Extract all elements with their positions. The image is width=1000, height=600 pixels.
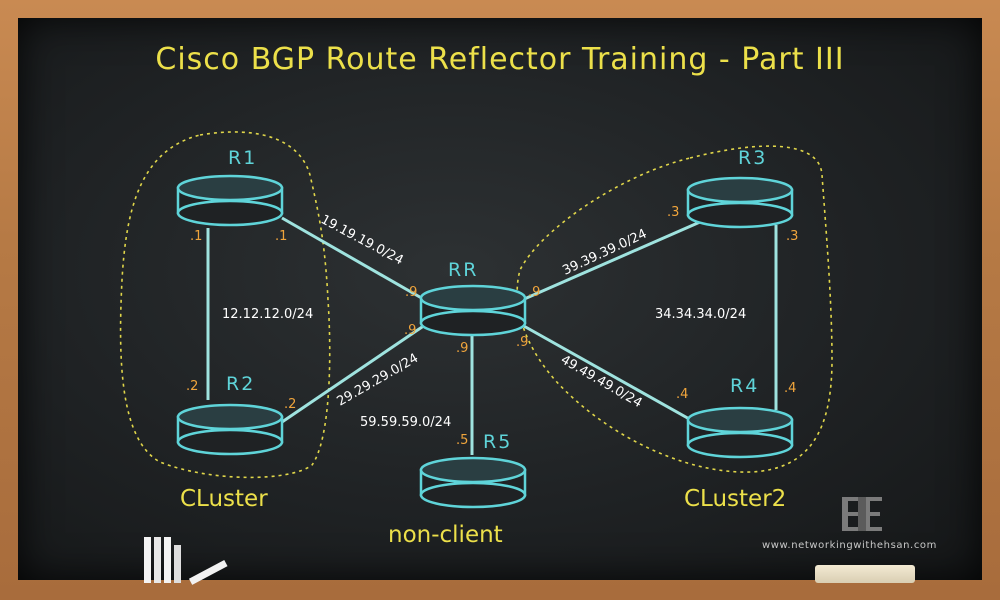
link-r4-rr xyxy=(521,323,701,427)
link-r3-r4-label: 34.34.34.0/24 xyxy=(655,307,746,322)
port-r1-right: .1 xyxy=(275,229,287,244)
router-r3-label: R3 xyxy=(738,147,767,169)
router-r5-label: R5 xyxy=(483,431,512,453)
chalkboard-eraser xyxy=(815,565,915,583)
port-r5-top: .5 xyxy=(456,433,468,448)
link-r2-rr-label: 29.29.29.0/24 xyxy=(335,351,421,410)
chalk-sticks-icon xyxy=(144,537,228,585)
router-r1-label: R1 xyxy=(228,147,257,169)
port-rr-upper-right: .9 xyxy=(528,285,540,300)
ehsan-logo-icon xyxy=(842,497,882,531)
link-r3-rr xyxy=(521,220,701,302)
router-rr[interactable] xyxy=(419,284,527,337)
link-r3-rr-label: 39.39.39.0/24 xyxy=(560,226,649,278)
link-r1-rr xyxy=(281,216,426,302)
cluster1-label: CLuster xyxy=(180,486,268,512)
link-r4-rr-label: 49.49.49.0/24 xyxy=(558,352,644,411)
link-r1-rr-label: 19.19.19.0/24 xyxy=(318,212,406,268)
port-r2-right: .2 xyxy=(284,397,296,412)
router-r3[interactable] xyxy=(686,176,794,229)
port-r4-right: .4 xyxy=(784,381,796,396)
port-rr-bottom: .9 xyxy=(456,341,468,356)
cluster2-label: CLuster2 xyxy=(684,486,786,512)
link-r1-r2-label: 12.12.12.0/24 xyxy=(222,307,313,322)
port-r4-left: .4 xyxy=(676,387,688,402)
nonclient-label: non-client xyxy=(388,522,503,548)
router-r2-label: R2 xyxy=(226,373,255,395)
link-r5-rr-label: 59.59.59.0/24 xyxy=(360,415,451,430)
port-r3-left: .3 xyxy=(667,205,679,220)
router-rr-label: RR xyxy=(448,259,478,281)
website-watermark: www.networkingwithehsan.com xyxy=(762,540,937,551)
router-r2[interactable] xyxy=(176,403,284,456)
router-r5[interactable] xyxy=(419,456,527,509)
router-r1[interactable] xyxy=(176,174,284,227)
port-rr-lower-left: .9 xyxy=(404,323,416,338)
port-rr-lower-right: .9 xyxy=(516,335,528,350)
link-r2-rr xyxy=(281,323,426,424)
port-rr-upper-left: .9 xyxy=(405,285,417,300)
router-r4[interactable] xyxy=(686,406,794,459)
router-r4-label: R4 xyxy=(730,375,759,397)
port-r3-right: .3 xyxy=(786,229,798,244)
cluster2-outline xyxy=(516,145,833,473)
page-title: Cisco BGP Route Reflector Training - Par… xyxy=(155,42,845,77)
port-r1-left: .1 xyxy=(190,229,202,244)
cluster1-outline xyxy=(119,131,331,479)
port-r2-left: .2 xyxy=(186,379,198,394)
